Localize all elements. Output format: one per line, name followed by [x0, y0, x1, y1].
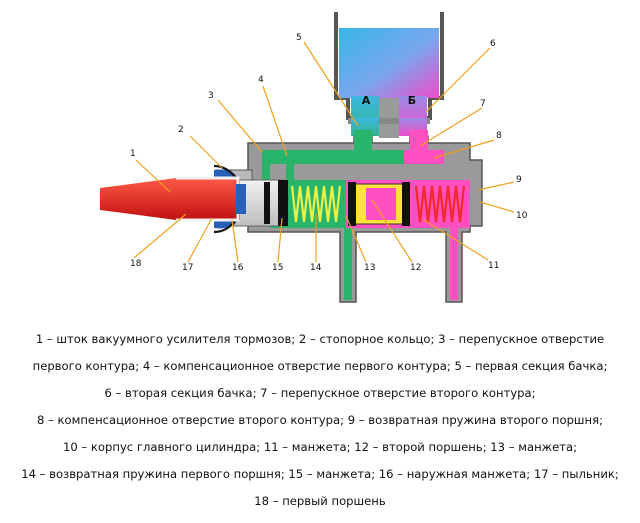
secondary-spring — [414, 185, 466, 223]
legend-line-1: 1 – шток вакуумного усилителя тормозов; … — [35, 332, 605, 346]
fluid-channels — [262, 130, 458, 300]
legend-line-2: первого контура; 4 – компенсационное отв… — [32, 359, 608, 373]
callout-14: 14 — [310, 263, 322, 273]
legend-line-4: 8 – компенсационное отверстие второго ко… — [36, 413, 604, 427]
callout-2: 2 — [178, 125, 184, 135]
legend-line-7: 18 – первый поршень — [254, 494, 386, 508]
callout-8: 8 — [496, 131, 502, 141]
legend-line-5: 10 – корпус главного цилиндра; 11 – манж… — [62, 440, 577, 454]
callout-17: 17 — [182, 263, 193, 273]
callout-4: 4 — [258, 75, 264, 85]
leader-lines — [133, 41, 515, 263]
secondary-piston — [348, 182, 410, 226]
callout-9: 9 — [516, 175, 522, 185]
callout-18: 18 — [130, 259, 142, 269]
push-rod — [100, 176, 246, 222]
master-cylinder-diagram: А Б 1 2 3 4 5 6 7 8 9 10 11 12 13 1 — [100, 12, 528, 303]
callout-16: 16 — [232, 263, 244, 273]
section-label-b: Б — [408, 94, 416, 107]
dust-boot — [213, 164, 237, 234]
callout-numbers: 1 2 3 4 5 6 7 8 9 10 11 12 13 14 15 16 1… — [130, 33, 528, 273]
legend: 1 – шток вакуумного усилителя тормозов; … — [0, 326, 640, 515]
callout-6: 6 — [490, 39, 496, 49]
callout-13: 13 — [364, 263, 375, 273]
callout-11: 11 — [488, 261, 499, 271]
reservoir — [334, 12, 444, 138]
legend-line-3: 6 – вторая секция бачка; 7 – перепускное… — [104, 386, 536, 400]
primary-spring — [290, 185, 342, 223]
legend-line-6: 14 – возвратная пружина первого поршня; … — [21, 467, 619, 481]
callout-7: 7 — [480, 99, 486, 109]
section-label-a: А — [362, 94, 371, 107]
callout-12: 12 — [410, 263, 421, 273]
callout-5: 5 — [296, 33, 302, 43]
callout-3: 3 — [208, 91, 214, 101]
callout-1: 1 — [130, 149, 136, 159]
callout-10: 10 — [516, 211, 528, 221]
callout-15: 15 — [272, 263, 283, 273]
